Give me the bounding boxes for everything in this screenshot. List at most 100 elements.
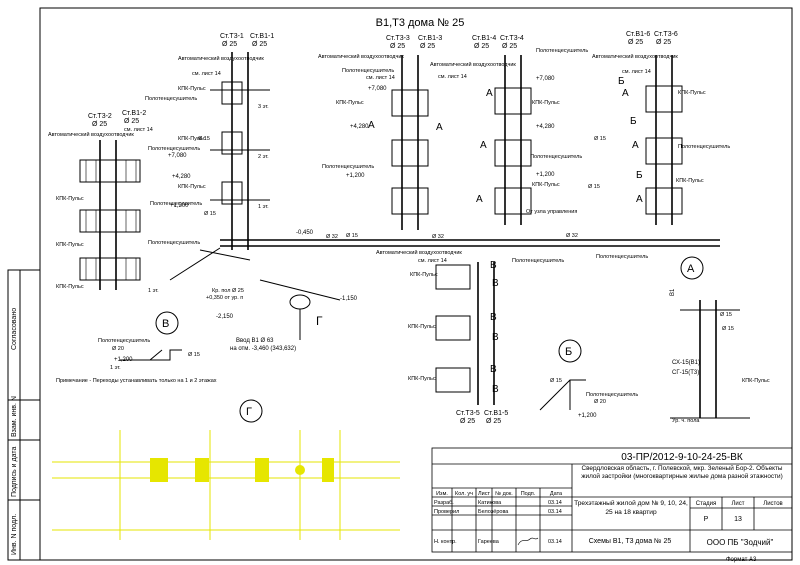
svg-text:Ø 32: Ø 32 xyxy=(432,234,444,240)
svg-text:В: В xyxy=(492,332,499,343)
svg-text:Ø 25: Ø 25 xyxy=(656,39,671,46)
svg-text:13: 13 xyxy=(734,516,742,523)
svg-text:Полотенцесушитель: Полотенцесушитель xyxy=(586,392,638,398)
svg-text:КПК-Пульс: КПК-Пульс xyxy=(742,378,770,384)
svg-text:+4,280: +4,280 xyxy=(172,174,191,180)
callout-a: А xyxy=(680,256,704,280)
svg-text:-0,450: -0,450 xyxy=(296,230,314,236)
svg-text:Полотенцесушитель: Полотенцесушитель xyxy=(145,96,197,102)
svg-text:Лист: Лист xyxy=(731,501,744,507)
svg-text:см. лист 14: см. лист 14 xyxy=(438,74,467,80)
svg-text:Полотенцесушитель: Полотенцесушитель xyxy=(342,68,394,74)
svg-text:Полотенцесушитель: Полотенцесушитель xyxy=(322,164,374,170)
svg-text:+1,200: +1,200 xyxy=(536,172,555,178)
svg-text:Ø 25: Ø 25 xyxy=(486,418,501,425)
svg-text:+1,200: +1,200 xyxy=(170,203,189,209)
svg-text:КПК-Пульс: КПК-Пульс xyxy=(678,90,706,96)
svg-text:Ø 25: Ø 25 xyxy=(420,43,435,50)
left-strip xyxy=(7,269,41,561)
svg-text:см. лист 14: см. лист 14 xyxy=(192,71,221,77)
svg-text:+4,280: +4,280 xyxy=(536,124,555,130)
callout-b: Б xyxy=(558,339,582,363)
svg-text:Ст.В1-3: Ст.В1-3 xyxy=(418,35,442,42)
svg-text:Ст.В1-4: Ст.В1-4 xyxy=(472,35,496,42)
svg-text:Ø 25: Ø 25 xyxy=(252,41,267,48)
svg-text:А: А xyxy=(368,120,375,131)
svg-text:03.14: 03.14 xyxy=(548,509,562,515)
svg-text:Ст.В1-6: Ст.В1-6 xyxy=(626,31,650,38)
svg-text:В: В xyxy=(162,318,169,330)
riser-group-3: Ст.Т3-3 Ст.В1-3 Ø 25 Ø 25 Автоматический… xyxy=(318,35,442,230)
svg-text:03.14: 03.14 xyxy=(548,500,562,506)
stamp-format: Формат А3 xyxy=(726,557,757,563)
svg-text:1 эт.: 1 эт. xyxy=(110,365,121,371)
svg-text:Г: Г xyxy=(316,314,323,328)
svg-text:Ø 15: Ø 15 xyxy=(198,136,210,142)
svg-text:-2,150: -2,150 xyxy=(216,314,234,320)
riser-group-6: Ст.В1-6 Ст.Т3-6 Ø 25 Ø 25 Автоматический… xyxy=(588,31,730,225)
svg-text:СХ-15(В1): СХ-15(В1) xyxy=(672,360,700,366)
detail-b: Полотенцесушитель Ø 20 Ø 15 +1,200 xyxy=(539,378,638,419)
svg-text:Полотенцесушитель: Полотенцесушитель xyxy=(678,144,730,150)
svg-text:КПК-Пульс: КПК-Пульс xyxy=(676,178,704,184)
svg-text:Ст.В1-5: Ст.В1-5 xyxy=(484,410,508,417)
svg-text:Полотенцесушитель: Полотенцесушитель xyxy=(148,240,200,246)
svg-text:Ø 32: Ø 32 xyxy=(566,233,578,239)
svg-text:Ст.В1-2: Ст.В1-2 xyxy=(122,110,146,117)
svg-text:+7,080: +7,080 xyxy=(368,86,387,92)
stamp-code: 03-ПР/2012-9-10-24-25-ВК xyxy=(621,452,743,463)
svg-text:В: В xyxy=(490,260,497,271)
svg-text:А: А xyxy=(636,194,643,205)
svg-text:Б: Б xyxy=(618,76,625,87)
svg-text:КПК-Пульс: КПК-Пульс xyxy=(56,196,84,202)
svg-text:Автоматический воздухоотводчик: Автоматический воздухоотводчик xyxy=(376,249,462,256)
callout-g: Г xyxy=(239,399,263,423)
svg-text:КПК-Пульс: КПК-Пульс xyxy=(178,136,206,142)
side-sign-date: Подпись и дата xyxy=(11,447,18,497)
svg-text:А: А xyxy=(476,194,483,205)
svg-text:КПК-Пульс: КПК-Пульс xyxy=(336,100,364,106)
svg-text:см. лист 14: см. лист 14 xyxy=(622,69,651,75)
svg-text:Ø 32: Ø 32 xyxy=(326,234,338,240)
svg-text:А: А xyxy=(480,140,487,151)
svg-text:Ст.Т3-2: Ст.Т3-2 xyxy=(88,113,112,120)
svg-text:Ø 25: Ø 25 xyxy=(474,43,489,50)
svg-text:2 эт.: 2 эт. xyxy=(258,154,269,160)
svg-text:В: В xyxy=(492,278,499,289)
svg-text:Ø 25: Ø 25 xyxy=(460,418,475,425)
svg-text:№ док.: № док. xyxy=(495,491,513,497)
svg-text:КПК-Пульс: КПК-Пульс xyxy=(178,184,206,190)
svg-text:см. лист 14: см. лист 14 xyxy=(418,258,447,264)
svg-text:От узла управления: От узла управления xyxy=(526,209,577,215)
svg-text:на отм. -3,460 (343,632): на отм. -3,460 (343,632) xyxy=(230,346,296,352)
svg-text:см. лист 14: см. лист 14 xyxy=(366,75,395,81)
stamp-company: ООО ПБ "Зодчий" xyxy=(707,538,774,547)
riser-group-2: Ст.Т3-2 Ст.В1-2 Ø 25 Ø 25 Автоматический… xyxy=(48,110,202,294)
svg-text:Ø 15: Ø 15 xyxy=(188,352,200,358)
svg-text:Автоматический воздухоотводчик: Автоматический воздухоотводчик xyxy=(430,61,516,68)
stamp-sheet-title: Схемы В1, Т3 дома № 25 xyxy=(589,538,672,545)
svg-text:Ст.Т3-5: Ст.Т3-5 xyxy=(456,410,480,417)
svg-text:Ø 15: Ø 15 xyxy=(346,233,358,239)
svg-text:Ø 15: Ø 15 xyxy=(594,136,606,142)
stamp-org: Свердловская область, г. Полевской, мкр.… xyxy=(581,465,783,480)
svg-text:+4,280: +4,280 xyxy=(350,124,369,130)
svg-text:Гареева: Гареева xyxy=(478,539,500,545)
detail-v: Полотенцесушитель Ø 20 Ø 15 +1,200 1 эт.… xyxy=(56,338,217,384)
svg-text:Листов: Листов xyxy=(763,501,783,507)
svg-text:Ø 20: Ø 20 xyxy=(594,399,606,405)
svg-text:В: В xyxy=(490,364,497,375)
svg-text:КПК-Пульс: КПК-Пульс xyxy=(410,272,438,278)
svg-text:Полотенцесушитель: Полотенцесушитель xyxy=(512,258,564,264)
svg-text:КПК-Пульс: КПК-Пульс xyxy=(56,284,84,290)
svg-text:Ø 15: Ø 15 xyxy=(720,312,732,318)
svg-text:Ø 15: Ø 15 xyxy=(204,211,216,217)
riser-group-1: Ст.Т3-1 Ст.В1-1 Ø 25 Ø 25 Автоматический… xyxy=(145,33,274,250)
svg-text:КПК-Пульс: КПК-Пульс xyxy=(408,376,436,382)
svg-text:Полотенцесушитель: Полотенцесушитель xyxy=(536,48,588,54)
svg-text:Ø 25: Ø 25 xyxy=(222,41,237,48)
svg-text:СГ-15(Т3): СГ-15(Т3) xyxy=(672,370,699,376)
svg-text:Ст.Т3-4: Ст.Т3-4 xyxy=(500,35,524,42)
svg-text:Ст.Т3-6: Ст.Т3-6 xyxy=(654,31,678,38)
